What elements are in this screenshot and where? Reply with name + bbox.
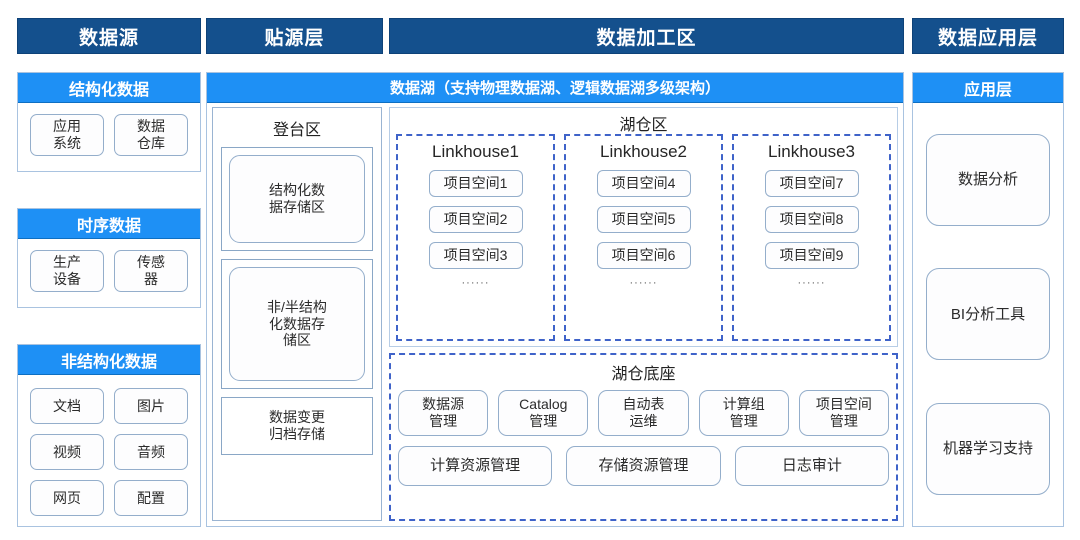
- card-title-timeseries-data: 时序数据: [18, 209, 200, 239]
- card-body-structured-data: 应用 系统 数据 仓库: [18, 103, 200, 167]
- chip-webpage[interactable]: 网页: [30, 480, 104, 516]
- chip-compute-group-management[interactable]: 计算组 管理: [698, 390, 789, 436]
- linkhouse-group-1[interactable]: Linkhouse1 项目空间1 项目空间2 项目空间3 ······: [396, 134, 555, 341]
- chip-machine-learning-support[interactable]: 机器学习支持: [926, 402, 1050, 495]
- chip-data-analysis[interactable]: 数据分析: [926, 134, 1050, 227]
- staging-box-change-archive: 数据变更 归档存储: [221, 397, 373, 455]
- chip-image[interactable]: 图片: [114, 388, 188, 424]
- zone-title-lakehouse: 湖仓区: [619, 117, 668, 134]
- chip-project-space-4[interactable]: 项目空间4: [596, 170, 691, 197]
- zone-staging-area: 登台区 结构化数 据存储区 非/半结构 化数据存 储区 数据变更 归档存储: [212, 107, 382, 521]
- chip-document[interactable]: 文档: [30, 388, 104, 424]
- chip-log-audit[interactable]: 日志审计: [734, 446, 889, 486]
- zone-lakehouse: 湖仓区 Linkhouse1 项目空间1 项目空间2 项目空间3 ······ …: [389, 107, 898, 347]
- ellipsis-linkhouse-2: ······: [629, 277, 658, 289]
- data-lake-content: 登台区 结构化数 据存储区 非/半结构 化数据存 储区 数据变更 归档存储 湖仓…: [207, 103, 903, 526]
- card-unstructured-data: 非结构化数据 文档 图片 视频 音频 网页 配置: [17, 344, 201, 527]
- chip-compute-resource-management[interactable]: 计算资源管理: [398, 446, 553, 486]
- card-timeseries-data: 时序数据 生产 设备 传感 器: [17, 208, 201, 308]
- linkhouse-title-1: Linkhouse1: [432, 142, 519, 161]
- chip-video[interactable]: 视频: [30, 434, 104, 470]
- linkhouse-title-3: Linkhouse3: [768, 142, 855, 161]
- chip-project-space-2[interactable]: 项目空间2: [428, 206, 523, 233]
- staging-box-semi-structured: 非/半结构 化数据存 储区: [221, 259, 373, 389]
- zone-lakehouse-foundation: 湖仓底座 数据源 管理 Catalog 管理 自动表 运维 计算组 管理 项目空…: [389, 353, 898, 521]
- chip-production-equipment[interactable]: 生产 设备: [30, 250, 104, 292]
- chip-structured-storage-zone[interactable]: 结构化数 据存储区: [229, 155, 365, 243]
- foundation-row-1: 数据源 管理 Catalog 管理 自动表 运维 计算组 管理 项目空间 管理: [398, 390, 890, 436]
- panel-application-layer: 应用层 数据分析 BI分析工具 机器学习支持: [912, 72, 1064, 527]
- chip-semi-structured-storage-zone[interactable]: 非/半结构 化数据存 储区: [229, 267, 365, 381]
- ellipsis-linkhouse-1: ······: [461, 277, 490, 289]
- column-header-source-layer: 贴源层: [206, 18, 383, 54]
- chip-project-space-8[interactable]: 项目空间8: [764, 206, 859, 233]
- chip-app-system[interactable]: 应用 系统: [30, 114, 104, 156]
- chip-sensor[interactable]: 传感 器: [114, 250, 188, 292]
- card-body-timeseries-data: 生产 设备 传感 器: [18, 239, 200, 303]
- foundation-row-2: 计算资源管理 存储资源管理 日志审计: [398, 446, 889, 486]
- linkhouse-group-2[interactable]: Linkhouse2 项目空间4 项目空间5 项目空间6 ······: [564, 134, 723, 341]
- staging-box-structured: 结构化数 据存储区: [221, 147, 373, 251]
- chip-catalog-management[interactable]: Catalog 管理: [498, 390, 589, 436]
- panel-title-data-lake: 数据湖（支持物理数据湖、逻辑数据湖多级架构）: [207, 73, 903, 103]
- ellipsis-linkhouse-3: ······: [797, 277, 826, 289]
- chip-project-space-management[interactable]: 项目空间 管理: [798, 390, 890, 436]
- lakehouse-groups: Linkhouse1 项目空间1 项目空间2 项目空间3 ······ Link…: [396, 134, 891, 341]
- chip-data-change-archive-storage[interactable]: 数据变更 归档存储: [269, 409, 325, 442]
- zone-title-staging-area: 登台区: [272, 122, 321, 139]
- card-body-unstructured-data: 文档 图片 视频 音频 网页 配置: [18, 375, 200, 529]
- chip-project-space-9[interactable]: 项目空间9: [764, 242, 859, 269]
- linkhouse-title-2: Linkhouse2: [600, 142, 687, 161]
- chip-project-space-5[interactable]: 项目空间5: [596, 206, 691, 233]
- panel-data-lake: 数据湖（支持物理数据湖、逻辑数据湖多级架构） 登台区 结构化数 据存储区 非/半…: [206, 72, 904, 527]
- linkhouse-group-3[interactable]: Linkhouse3 项目空间7 项目空间8 项目空间9 ······: [732, 134, 891, 341]
- application-items: 数据分析 BI分析工具 机器学习支持: [913, 103, 1063, 526]
- zone-title-foundation: 湖仓底座: [611, 366, 676, 383]
- chip-audio[interactable]: 音频: [114, 434, 188, 470]
- card-title-structured-data: 结构化数据: [18, 73, 200, 103]
- chip-project-space-7[interactable]: 项目空间7: [764, 170, 859, 197]
- chip-datasource-management[interactable]: 数据源 管理: [398, 390, 489, 436]
- column-header-application-layer: 数据应用层: [912, 18, 1064, 54]
- card-title-unstructured-data: 非结构化数据: [18, 345, 200, 375]
- chip-auto-table-ops[interactable]: 自动表 运维: [598, 390, 689, 436]
- panel-title-application-layer: 应用层: [913, 73, 1063, 103]
- chip-project-space-3[interactable]: 项目空间3: [428, 242, 523, 269]
- chip-config[interactable]: 配置: [114, 480, 188, 516]
- column-header-processing-zone: 数据加工区: [389, 18, 904, 54]
- chip-data-warehouse[interactable]: 数据 仓库: [114, 114, 188, 156]
- chip-bi-analysis-tool[interactable]: BI分析工具: [926, 268, 1050, 361]
- chip-storage-resource-management[interactable]: 存储资源管理: [566, 446, 721, 486]
- column-header-data-source: 数据源: [17, 18, 201, 54]
- card-structured-data: 结构化数据 应用 系统 数据 仓库: [17, 72, 201, 172]
- chip-project-space-1[interactable]: 项目空间1: [428, 170, 523, 197]
- chip-project-space-6[interactable]: 项目空间6: [596, 242, 691, 269]
